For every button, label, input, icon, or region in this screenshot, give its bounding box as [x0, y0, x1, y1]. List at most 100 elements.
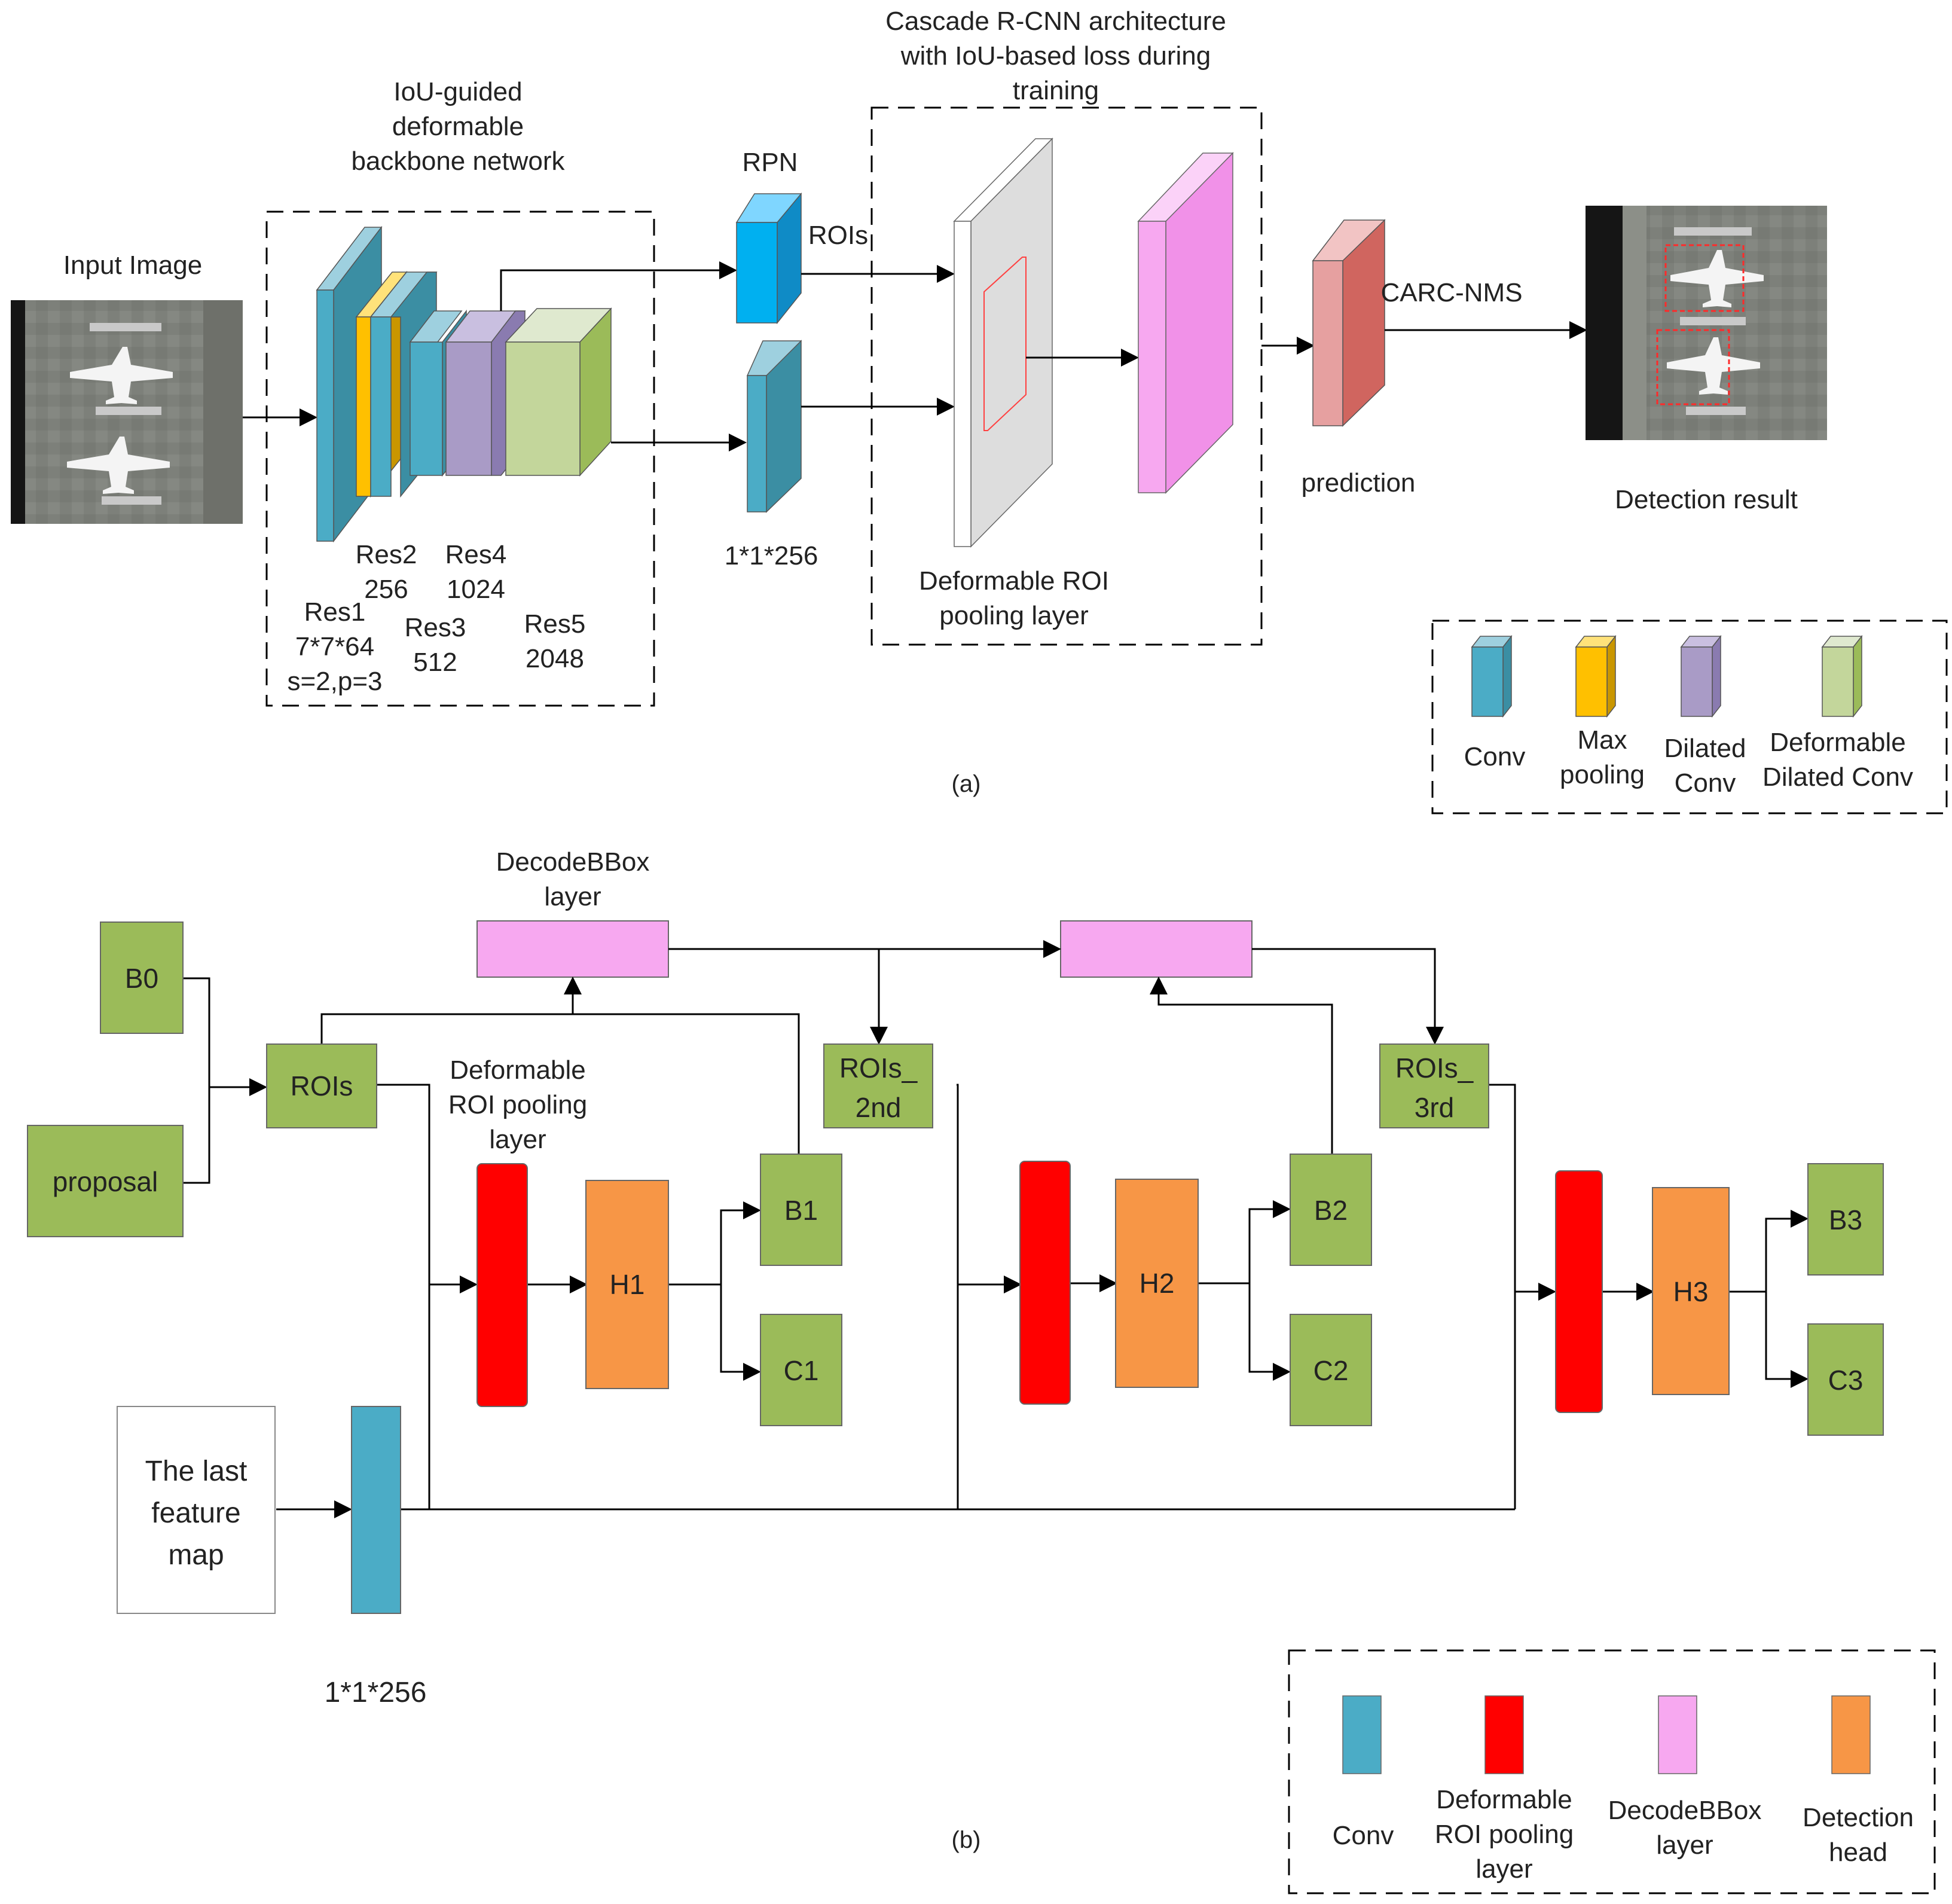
roi-pool-2	[1019, 1161, 1071, 1405]
legend-a-deform-label1: Deformable	[1770, 728, 1905, 757]
legend-b-head-swatch	[1831, 1695, 1871, 1774]
res3-size: 512	[413, 648, 457, 677]
res5-block	[505, 307, 612, 477]
c3-label: C3	[1828, 1365, 1864, 1396]
head-h1	[585, 1180, 669, 1389]
h3-label: H3	[1673, 1276, 1709, 1307]
legend-b-box	[1288, 1649, 1936, 1894]
rpn-block	[735, 192, 802, 325]
b0-box	[100, 922, 184, 1034]
decodebbox-label-line1: DecodeBBox	[496, 847, 650, 877]
feature-map-line1: The last	[145, 1456, 248, 1487]
b1-label: B1	[784, 1195, 818, 1226]
rois-3rd-box	[1379, 1043, 1489, 1128]
rois-2nd-line1: ROIs_	[839, 1052, 918, 1084]
legend-b-decodebbox-swatch	[1658, 1695, 1697, 1774]
h2-label: H2	[1140, 1268, 1175, 1299]
backbone-title-line3: backbone network	[351, 147, 565, 176]
feature-map-line3: map	[168, 1539, 224, 1571]
legend-a-maxpool-label2: pooling	[1560, 760, 1645, 789]
h1-label: H1	[610, 1269, 645, 1300]
input-image	[11, 300, 243, 524]
c3-box	[1807, 1323, 1884, 1436]
feature-map-line2: feature	[151, 1497, 240, 1529]
rois-2nd-box	[823, 1043, 933, 1128]
b1-box	[760, 1154, 842, 1266]
rois-3rd-line1: ROIs_	[1395, 1052, 1474, 1084]
res1-size: 7*7*64	[295, 632, 374, 661]
cascade-title-line3: training	[1013, 76, 1099, 105]
deform-label-line1: Deformable	[450, 1055, 585, 1085]
res3-label: Res3	[405, 613, 466, 642]
b2-box	[1290, 1154, 1372, 1266]
c1-label: C1	[784, 1355, 819, 1386]
proposal-label: proposal	[53, 1166, 158, 1197]
res5-label: Res5	[524, 609, 586, 639]
deform-roi-label-line1: Deformable ROI	[919, 566, 1109, 596]
res4-size: 1024	[447, 575, 505, 604]
decodebbox-label-line2: layer	[544, 882, 601, 911]
proposal-box	[27, 1125, 184, 1237]
conv-b-block	[351, 1406, 401, 1614]
legend-a-maxpool-label1: Max	[1577, 725, 1627, 755]
backbone-title-line1: IoU-guided	[393, 77, 522, 106]
legend-a-deform-label2: Dilated Conv	[1762, 762, 1913, 792]
legend-a-dilated-label1: Dilated	[1664, 734, 1746, 763]
legend-a-conv-label: Conv	[1464, 742, 1526, 771]
carc-nms-label: CARC-NMS	[1380, 278, 1522, 307]
prediction-label: prediction	[1302, 468, 1416, 498]
backbone-title-line2: deformable	[392, 112, 524, 141]
res2-size: 256	[364, 575, 408, 604]
decodebbox-1	[476, 920, 669, 978]
b3-box	[1807, 1163, 1884, 1276]
backbone-box	[265, 210, 655, 707]
c2-label: C2	[1313, 1355, 1349, 1386]
cascade-title-line1: Cascade R-CNN architecture	[885, 7, 1226, 36]
res4-to-rpn-arrow	[500, 261, 737, 311]
rois-box	[266, 1043, 377, 1128]
cascade-title-line2: with IoU-based loss during	[900, 41, 1211, 71]
b2-label: B2	[1314, 1195, 1348, 1226]
rois-2nd-line2: 2nd	[856, 1092, 902, 1123]
res2-label: Res2	[356, 540, 417, 569]
legend-b-head-label2: head	[1829, 1838, 1887, 1867]
flow-lines-b	[183, 940, 1809, 1518]
rois-label: ROIs	[808, 221, 868, 250]
deform-label-line3: layer	[489, 1125, 546, 1154]
legend-b-roipool-label2: ROI pooling	[1435, 1820, 1574, 1849]
rois-3rd-line2: 3rd	[1415, 1092, 1454, 1123]
legend-b-decodebbox-label2: layer	[1656, 1830, 1713, 1860]
c1-box	[760, 1314, 842, 1426]
legend-b-roipool-label1: Deformable	[1436, 1785, 1572, 1814]
legend-b-conv-swatch	[1342, 1695, 1382, 1774]
deform-label-line2: ROI pooling	[448, 1090, 587, 1119]
cascade-head-block	[1137, 152, 1234, 494]
legend-b-head-label1: Detection	[1803, 1803, 1914, 1832]
b0-label: B0	[125, 963, 158, 994]
legend-a-conv-icon	[1471, 634, 1513, 718]
legend-b-conv-label: Conv	[1333, 1821, 1394, 1850]
detection-result-image	[1586, 206, 1827, 440]
rpn-label: RPN	[743, 148, 798, 177]
head-h3	[1652, 1187, 1730, 1395]
conv-b-size-label: 1*1*256	[325, 1677, 427, 1708]
detection-result-label: Detection result	[1615, 485, 1798, 514]
legend-a-box	[1431, 620, 1948, 814]
res1-label: Res1	[304, 597, 366, 627]
res5-size: 2048	[526, 644, 584, 673]
rois-label-b: ROIs	[291, 1070, 353, 1101]
legend-b-decodebbox-label1: DecodeBBox	[1608, 1796, 1762, 1825]
caption-b: (b)	[952, 1827, 981, 1853]
legend-b-roipool-label3: layer	[1476, 1854, 1532, 1884]
cascade-box	[870, 106, 1263, 646]
decodebbox-2	[1060, 920, 1253, 978]
conv-1x1-block	[746, 340, 802, 513]
feature-map-box	[117, 1406, 276, 1614]
deform-roi-label-line2: pooling layer	[939, 601, 1089, 630]
deform-roi-pool-block	[953, 138, 1053, 548]
caption-a: (a)	[952, 771, 981, 797]
legend-a-deform-dilated-icon	[1821, 634, 1863, 718]
res1-params: s=2,p=3	[287, 667, 382, 696]
